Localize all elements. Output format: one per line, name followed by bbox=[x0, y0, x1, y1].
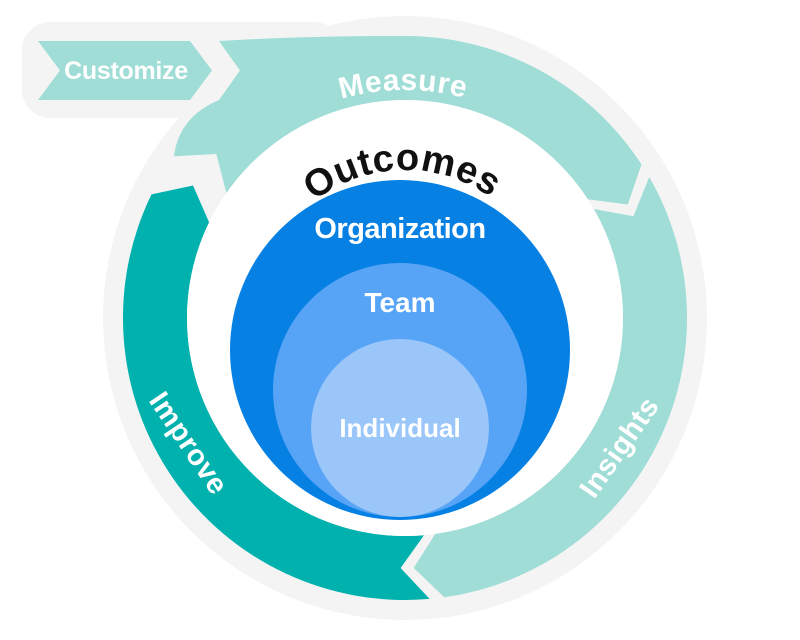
circle-individual bbox=[311, 339, 489, 517]
organization-label: Organization bbox=[314, 213, 485, 245]
customize-banner-label: Customize bbox=[64, 57, 188, 85]
team-label: Team bbox=[364, 287, 435, 318]
customize-banner-ribbon bbox=[38, 41, 212, 100]
segment-insights bbox=[413, 177, 688, 598]
segment-measure bbox=[174, 36, 642, 205]
individual-label: Individual bbox=[339, 413, 460, 443]
segment-improve bbox=[122, 185, 430, 600]
